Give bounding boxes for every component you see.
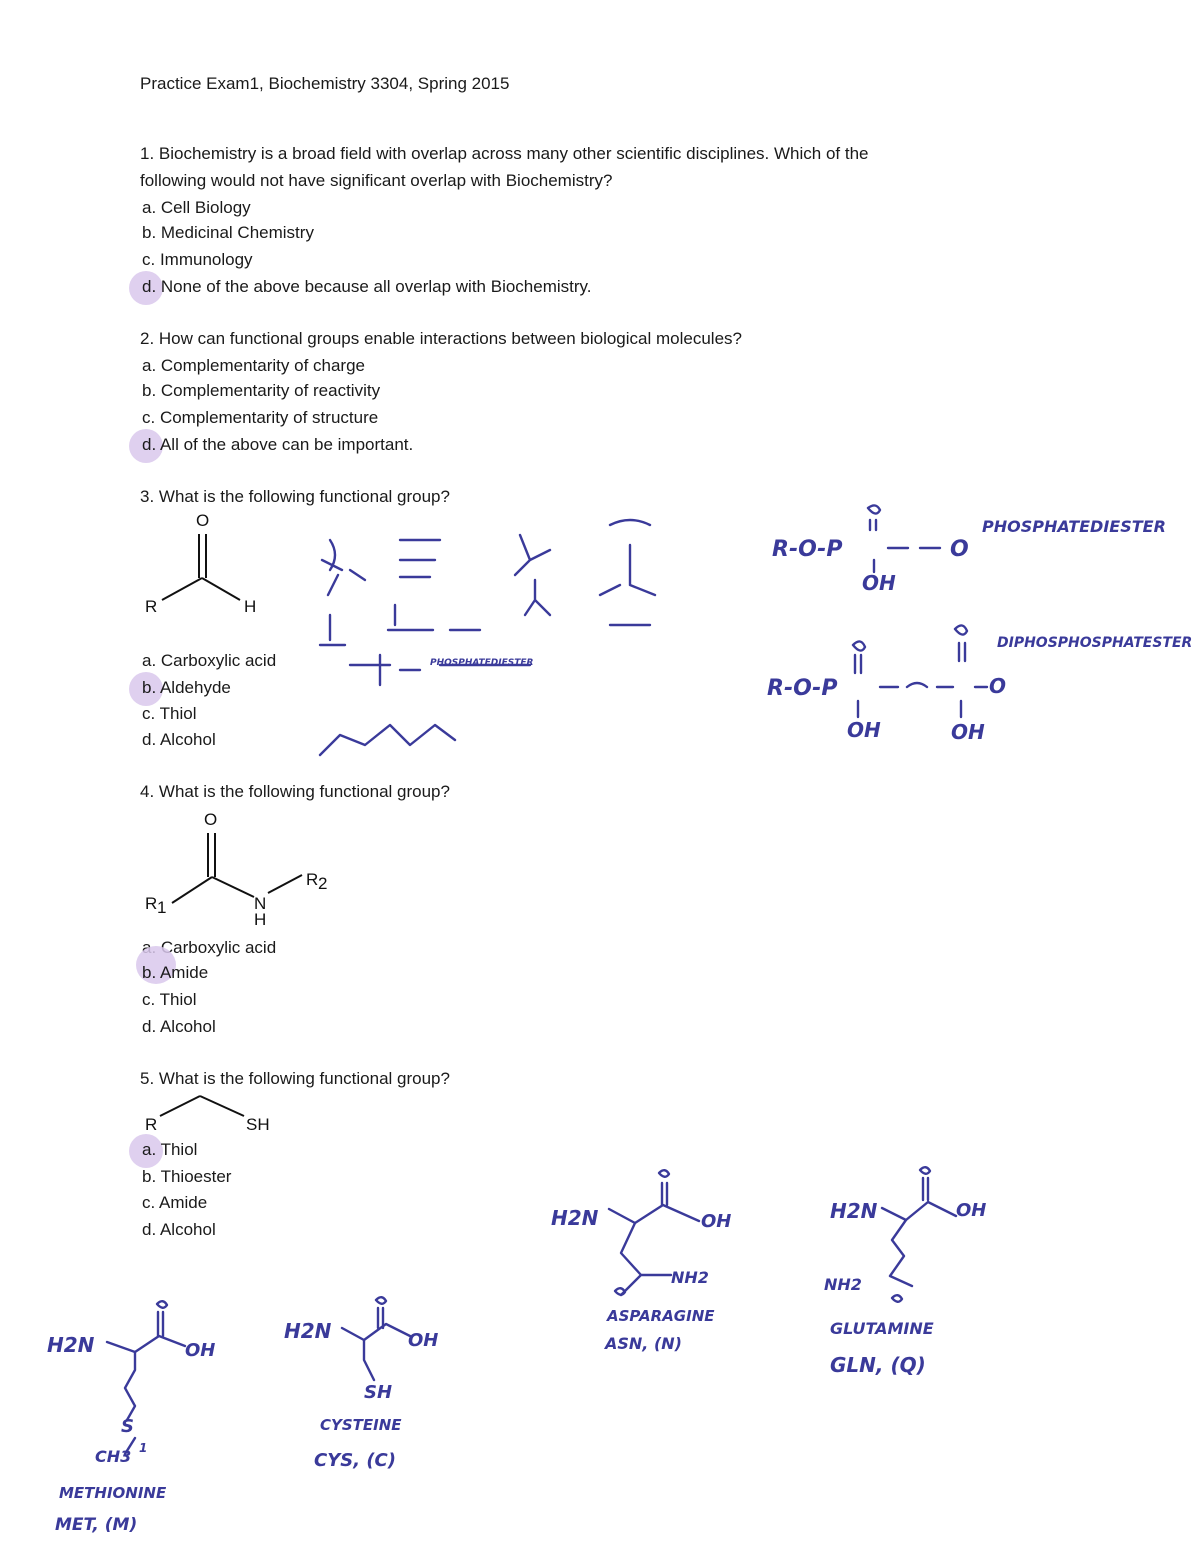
question-2-stem: 2. How can functional groups enable inte… <box>140 329 742 348</box>
question-1-option-a: a. Cell Biology <box>142 198 251 217</box>
gln-code: GLN, (Q) <box>830 1353 926 1377</box>
question-3-option-a: a. Carboxylic acid <box>142 651 277 670</box>
gln-nh2: NH2 <box>824 1275 862 1294</box>
handwritten-notes-cluster: PHOSPHATEDIESTER <box>318 518 657 757</box>
question-5-option-d: d. Alcohol <box>142 1220 216 1239</box>
phosphodiester-label: PHOSPHATEDIESTER <box>982 517 1166 536</box>
diphospho-label: DIPHOSPHOSPHATESTER <box>997 635 1192 651</box>
amide-structure: O R 1 N H R 2 <box>145 810 327 929</box>
struct-amide-o: O <box>204 810 217 829</box>
struct-amide-r2-sub: 2 <box>318 874 327 893</box>
question-4-option-a: a. Carboxylic acid <box>142 938 277 957</box>
phosphodiester-rop: R-O-P <box>772 537 842 562</box>
aldehyde-structure: O R H <box>145 511 256 616</box>
cys-h2n: H2N <box>284 1319 332 1343</box>
phosphodiester-drawing: R-O-P O OH PHOSPHATEDIESTER <box>772 504 1166 595</box>
question-2-option-d: d. All of the above can be important. <box>142 435 414 454</box>
diphospho-oh-1: OH <box>847 718 881 742</box>
methionine-drawing: H2N OH S CH3 1 METHIONINE MET, (M) <box>47 1300 215 1535</box>
struct-amide-r2: R <box>306 870 318 889</box>
met-s: S <box>121 1416 134 1437</box>
question-5-stem: 5. What is the following functional grou… <box>140 1069 450 1088</box>
phosphodiester-o: O <box>950 537 969 562</box>
diphospho-rop: R-O-P <box>767 676 837 701</box>
question-1-option-c: c. Immunology <box>142 250 253 269</box>
gln-name: GLUTAMINE <box>830 1319 934 1338</box>
met-oh: OH <box>185 1340 215 1361</box>
struct-amide-h: H <box>254 910 266 929</box>
question-1-option-b: b. Medicinal Chemistry <box>142 223 314 242</box>
struct-r-label: R <box>145 597 157 616</box>
question-5-option-c: c. Amide <box>142 1193 208 1212</box>
page-number: 1 <box>139 1441 147 1455</box>
met-h2n: H2N <box>47 1333 95 1357</box>
struct-o-label: O <box>196 511 209 530</box>
question-5-option-b: b. Thioester <box>142 1167 232 1186</box>
struct-amide-n: N <box>254 894 266 913</box>
asn-code: ASN, (N) <box>603 1334 682 1353</box>
question-3-stem: 3. What is the following functional grou… <box>140 487 450 506</box>
struct-h-label: H <box>244 597 256 616</box>
question-4-stem: 4. What is the following functional grou… <box>140 782 450 801</box>
thiol-structure: R SH <box>145 1095 270 1134</box>
cysteine-drawing: H2N OH SH CYSTEINE CYS, (C) <box>284 1296 438 1471</box>
answer-highlight-q4 <box>136 946 176 984</box>
question-3-option-b: b. Aldehyde <box>142 678 231 697</box>
answer-highlight-q5 <box>129 1134 163 1168</box>
question-2-option-b: b. Complementarity of reactivity <box>142 381 381 400</box>
question-4-option-b: b. Amide <box>142 963 209 982</box>
struct-thiol-r: R <box>145 1115 157 1134</box>
gln-oh: OH <box>956 1200 986 1221</box>
question-1-option-d: d. None of the above because all overlap… <box>142 277 592 296</box>
question-5-option-a: a. Thiol <box>142 1140 198 1159</box>
diphospho-o: O <box>989 674 1006 698</box>
question-4-option-c: c. Thiol <box>142 990 197 1009</box>
met-name: METHIONINE <box>59 1484 167 1502</box>
asparagine-drawing: H2N OH NH2 ASPARAGINE ASN, (N) <box>551 1169 731 1353</box>
cys-code: CYS, (C) <box>314 1450 396 1471</box>
struct-thiol-sh: SH <box>246 1115 270 1134</box>
asn-nh2: NH2 <box>671 1268 709 1287</box>
cys-name: CYSTEINE <box>320 1416 402 1434</box>
cys-sh: SH <box>364 1382 392 1403</box>
diphospho-oh-2: OH <box>951 720 985 744</box>
phosphodiester-oh: OH <box>862 571 896 595</box>
met-code: MET, (M) <box>55 1515 137 1535</box>
asn-h2n: H2N <box>551 1206 599 1230</box>
met-ch3: CH3 <box>95 1447 131 1466</box>
question-1-stem-cont: following would not have significant ove… <box>140 171 613 190</box>
answer-highlight-q3 <box>129 672 163 706</box>
question-4-option-d: d. Alcohol <box>142 1017 216 1036</box>
diphosphoester-drawing: R-O-P O OH OH DIPHOSPHOSPHATESTER <box>767 624 1192 744</box>
question-1-stem: 1. Biochemistry is a broad field with ov… <box>140 144 869 163</box>
note-phosphoanhydride: PHOSPHATEDIESTER <box>430 658 534 668</box>
question-3-option-d: d. Alcohol <box>142 730 216 749</box>
asn-oh: OH <box>701 1211 731 1232</box>
question-2-option-a: a. Complementarity of charge <box>142 356 365 375</box>
struct-amide-r1-sub: 1 <box>157 898 166 917</box>
answer-highlight-q1 <box>129 271 163 305</box>
asn-name: ASPARAGINE <box>606 1307 715 1325</box>
glutamine-drawing: H2N OH NH2 GLUTAMINE GLN, (Q) <box>824 1166 986 1377</box>
page-title: Practice Exam1, Biochemistry 3304, Sprin… <box>140 74 510 93</box>
cys-oh: OH <box>408 1330 438 1351</box>
question-2-option-c: c. Complementarity of structure <box>142 408 379 427</box>
struct-amide-r1: R <box>145 894 157 913</box>
gln-h2n: H2N <box>830 1199 878 1223</box>
answer-highlight-q2 <box>129 429 163 463</box>
question-3-option-c: c. Thiol <box>142 704 197 723</box>
